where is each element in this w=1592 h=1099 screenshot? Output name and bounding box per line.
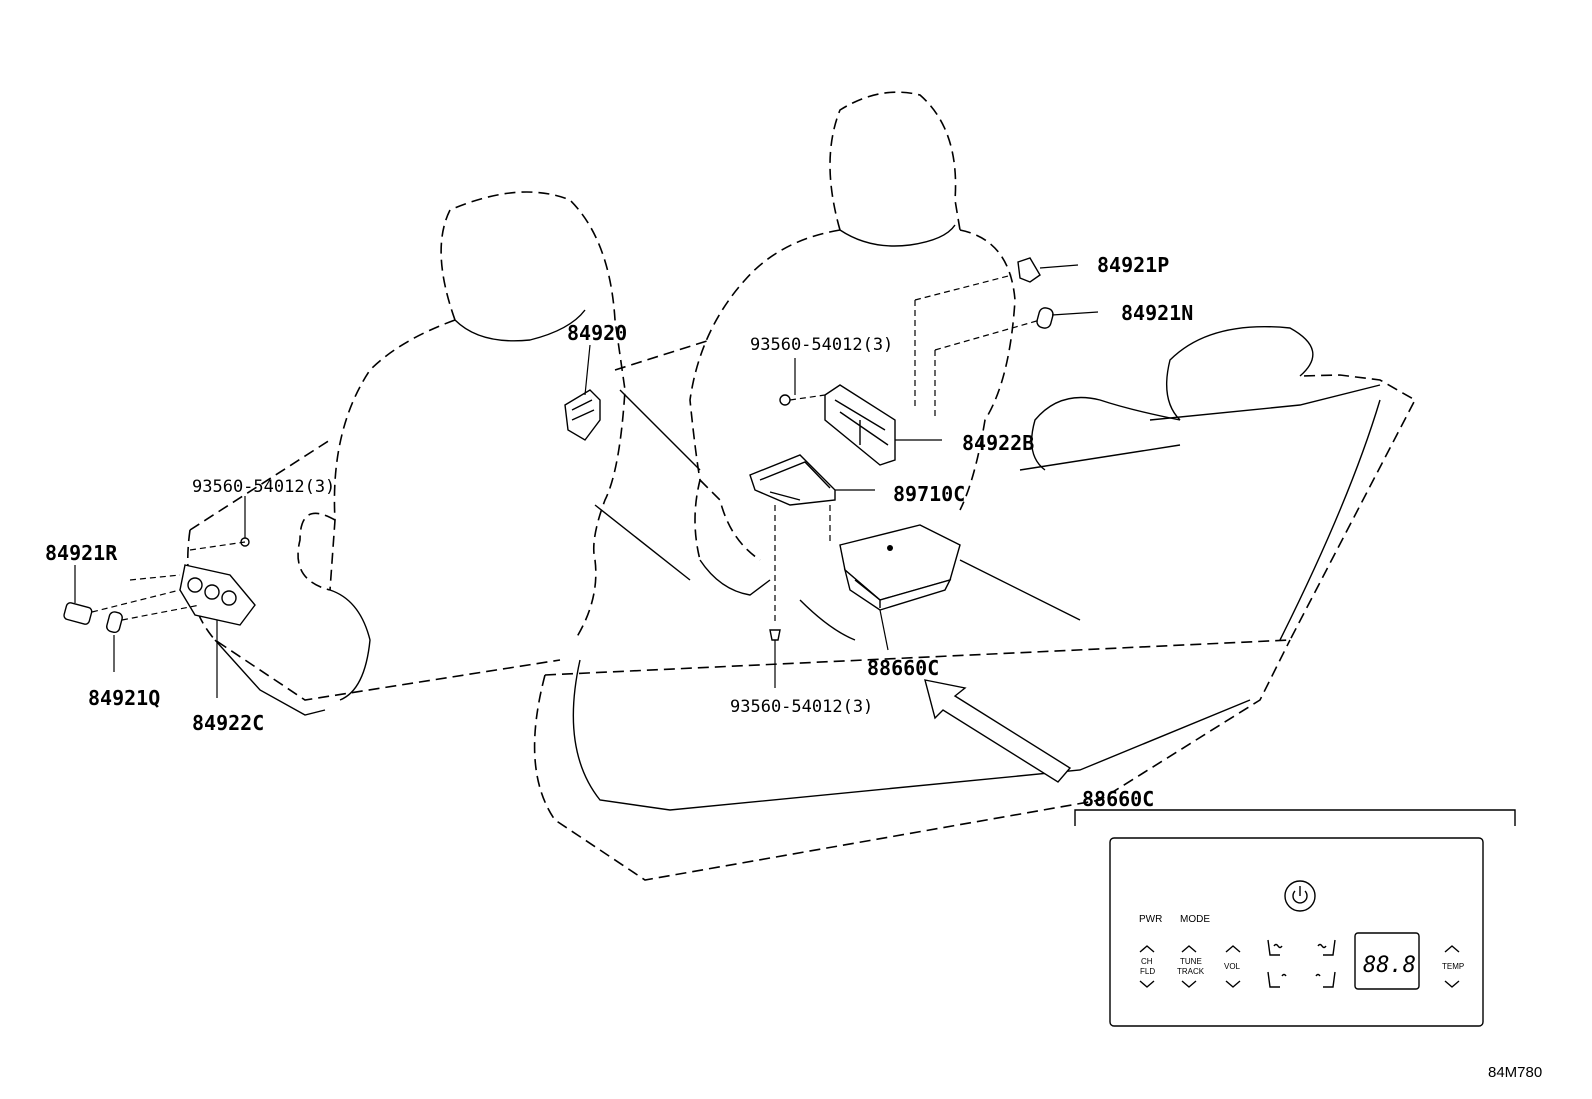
callout-93560-top: 93560-54012(3) [750, 335, 893, 355]
callout-89710C: 89710C [893, 482, 965, 506]
callout-93560-left: 93560-54012(3) [192, 477, 335, 497]
panel-label-temp: TEMP [1442, 962, 1464, 971]
callout-84920: 84920 [567, 321, 627, 345]
callout-84921R: 84921R [45, 541, 118, 565]
part-84922C-switch-assembly [129, 564, 256, 698]
control-panel-detail [1109, 837, 1484, 1027]
part-84921N-knob [1036, 307, 1099, 329]
callout-84922B: 84922B [962, 431, 1034, 455]
panel-label-track: TRACK [1177, 967, 1205, 976]
part-93560-bolt-top [779, 358, 826, 406]
reference-code: 84M780 [1488, 1064, 1542, 1081]
seat-heater-icons [1267, 939, 1336, 988]
part-84922B-switch-assembly [824, 274, 1041, 466]
part-84920-bracket [564, 344, 601, 441]
panel-label-fld: FLD [1140, 967, 1155, 976]
part-93560-bolt-bottom [769, 629, 781, 688]
part-89710C-ecu [749, 454, 875, 625]
callout-88660C-detail: 88660C [1082, 787, 1154, 811]
rear-bench-seat [533, 325, 1417, 881]
callout-88660C: 88660C [867, 656, 939, 680]
panel-label-vol: VOL [1224, 962, 1241, 971]
view-arrow [924, 679, 1072, 783]
callout-84921Q: 84921Q [88, 686, 160, 710]
left-front-seat [187, 191, 711, 716]
power-icon [1284, 880, 1316, 912]
part-84921Q-knob [106, 604, 201, 672]
panel-label-tune: TUNE [1180, 957, 1202, 966]
callout-93560-bottom: 93560-54012(3) [730, 697, 873, 717]
detail-bracket [1074, 809, 1516, 826]
callout-84921P: 84921P [1097, 253, 1169, 277]
panel-label-pwr: PWR [1139, 914, 1162, 925]
chevron-icons [1139, 945, 1460, 988]
temperature-display [1354, 932, 1420, 990]
part-84921R-knob [63, 565, 181, 625]
panel-label-ch: CH [1141, 957, 1153, 966]
part-93560-bolt-left [189, 496, 250, 551]
panel-label-mode: MODE [1180, 914, 1210, 925]
callout-84922C: 84922C [192, 711, 264, 735]
part-84921P-switch [1017, 257, 1079, 283]
part-88660C-rear-control [839, 524, 961, 651]
right-front-seat [594, 91, 1081, 641]
callout-84921N: 84921N [1121, 301, 1193, 325]
display-readout: 88.8 [1363, 953, 1416, 978]
